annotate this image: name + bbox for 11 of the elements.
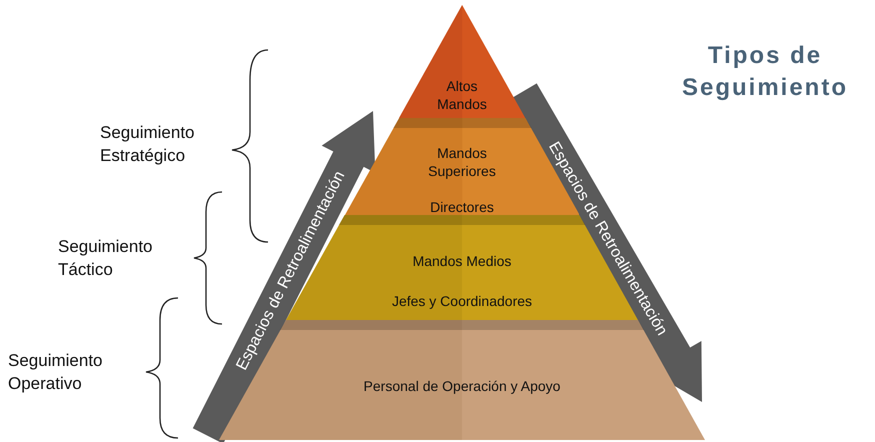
level-label: Directores xyxy=(429,198,495,216)
tracking-type-label: Seguimiento Estratégico xyxy=(100,122,196,167)
pyramid-level xyxy=(398,5,526,118)
level-label: Altos Mandos xyxy=(436,77,488,113)
title: Tipos de Seguimiento xyxy=(680,41,849,103)
level-label: Personal de Operación y Apoyo xyxy=(362,377,562,395)
tracking-type-label: Seguimiento Táctico xyxy=(58,236,154,281)
level-label: Mandos Medios xyxy=(412,252,512,270)
tracking-type-label: Seguimiento Operativo xyxy=(8,350,104,395)
level-label: Mandos Superiores xyxy=(427,144,497,180)
level-label: Jefes y Coordinadores xyxy=(390,292,534,310)
